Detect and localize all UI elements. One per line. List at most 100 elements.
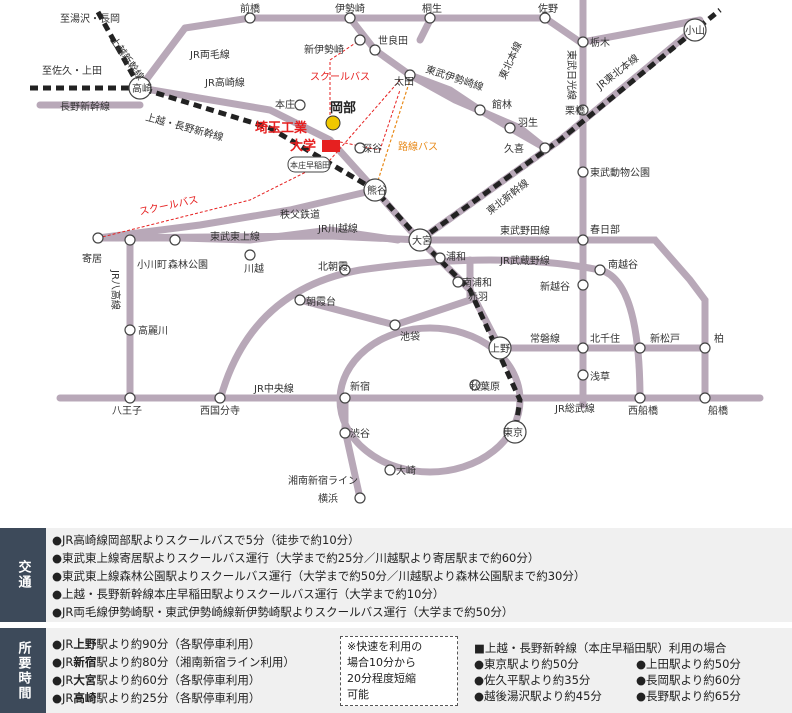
label-osaki: 大崎 [396,464,416,477]
label-kitaasaka: 北朝霞 [318,261,348,273]
honjo-waseda-box [287,156,331,173]
label-jr-hachiko: JR八高線 [109,269,122,310]
label-nishikokubunji: 西国分寺 [200,405,240,417]
label-kawagoe: 川越 [244,262,264,275]
route-bus-line [374,79,411,191]
label-tobu-tojo: 東武東上線 [210,230,260,243]
label-shonan-shinjuku: 湘南新宿ライン [288,474,358,487]
label-jr-sobu: JR総武線 [554,402,595,415]
label-isesaki: 伊勢崎 [335,2,365,15]
label-nagano-shinkansen: 長野新幹線 [60,100,110,113]
access-band: 交通 [0,528,46,622]
label-minami-urawa: 南浦和 [462,276,492,289]
label-joetsu-shinkansen: 上越新幹線 [108,34,147,82]
label-ikebukuro: 池袋 [400,330,420,343]
label-kiryu: 桐生 [422,2,442,15]
time-item-4: ●JR高崎駅より約25分（各駅停車利用） [52,691,261,705]
label-jr-takasaki: JR高崎線 [204,76,245,89]
shinkansen-right-3: ●長野駅より約65分 [636,689,741,703]
access-item-1: ●JR高崎線岡部駅よりスクールバスで5分（徒歩で約10分） [52,533,360,547]
access-item-4: ●上越・長野新幹線本庄早稲田駅よりスクールバス運行（大学まで約10分） [52,587,445,601]
label-jr-musashino: JR武蔵野線 [499,254,550,267]
label-tochigi: 栃木 [590,36,610,49]
label-route-bus: 路線バス [398,140,438,153]
route-map: 高崎 熊谷 大宮 上野 東京 小山 寄居 岡部 前橋 伊勢崎 桐生 佐野 栃木 … [30,0,764,505]
label-joetsu-nagaoka: 至湯沢・長岡 [60,12,120,25]
label-tobu-noda: 東武野田線 [500,224,550,237]
label-tatebayashi: 館林 [492,98,512,111]
label-shinjuku: 新宿 [350,380,370,393]
label-joetsu-nagano-shinkansen: 上越・長野新幹線 [144,110,225,143]
shinkansen-right-2: ●長岡駅より約60分 [636,673,741,687]
label-shibuya: 渋谷 [350,427,370,440]
shinkansen-right-1: ●上田駅より約50分 [636,657,741,671]
label-university-2: 大学 [290,138,316,154]
label-maebashi: 前橋 [240,2,260,15]
label-kuki: 久喜 [504,142,524,155]
shinkansen-left-1: ●東京駅より約50分 [474,657,579,671]
access-item-3: ●東武東上線森林公園駅よりスクールバス運行（大学まで約50分／川越駅より森林公園… [52,569,586,583]
label-akihabara: 秋葉原 [470,380,500,393]
label-honjo-waseda: 本庄早稲田 [290,160,330,170]
label-university-1: 埼玉工業 [255,120,308,136]
access-item-5: ●JR両毛線伊勢崎駅・東武伊勢崎線新伊勢崎駅よりスクールバス運行（大学まで約50… [52,605,514,619]
label-school-bus-1: スクールバス [310,71,370,83]
university-marker [322,140,340,152]
label-jr-ryomo: JR両毛線 [189,48,230,61]
label-jr-chuo: JR中央線 [253,382,294,395]
label-ogawamachi: 小川町 [137,259,167,271]
label-kumagaya: 熊谷 [367,184,387,197]
time-item-1: ●JR上野駅より約90分（各駅停車利用） [52,637,261,651]
label-funabashi: 船橋 [708,404,728,417]
label-asakadai: 朝霞台 [306,295,336,308]
label-tohoku-shinkansen: 東北新幹線 [484,176,531,217]
label-ueno: 上野 [490,343,510,355]
shinkansen-lines [30,8,722,433]
shinkansen-left-3: ●越後湯沢駅より約45分 [474,689,602,703]
label-akabane: 赤羽 [468,291,488,303]
okabe-marker [325,115,341,131]
label-sano: 佐野 [538,3,558,15]
label-hachioji: 八王子 [112,405,142,417]
label-jr-tohoku-main: JR東北本線 [593,51,641,93]
label-jr-kawagoe: JR川越線 [317,222,358,235]
label-serada: 世良田 [378,34,408,47]
time-item-2: ●JR新宿駅より約80分（湘南新宿ライン利用） [52,655,295,669]
label-asakusa: 浅草 [590,370,610,383]
label-kurihashi: 栗橋 [565,104,585,117]
station-labels: 高崎 熊谷 大宮 上野 東京 小山 寄居 岡部 前橋 伊勢崎 桐生 佐野 栃木 … [82,2,728,505]
label-fukaya: 深谷 [362,143,382,155]
label-tohoku-sub: 東北本線 [496,40,525,82]
label-komagawa: 高麗川 [138,324,168,337]
shinkansen-left-2: ●佐久平駅より約35分 [474,673,591,687]
label-joban: 常磐線 [530,332,560,345]
label-honjo: 本庄 [275,98,295,111]
time-item-3: ●JR大宮駅より約60分（各駅停車利用） [52,673,261,687]
time-band: 所要時間 [0,628,46,713]
label-oyama: 小山 [685,25,705,37]
label-shin-isesaki: 新伊勢崎 [304,43,344,56]
label-takasaki: 高崎 [132,82,152,95]
access-item-2: ●東武東上線寄居駅よりスクールバス運行（大学まで約25分／川越駅より寄居駅まで約… [52,551,540,565]
label-omiya: 大宮 [412,234,432,247]
label-ota: 太田 [394,75,414,88]
label-yorii: 寄居 [82,252,102,265]
label-shin-matsudo: 新松戸 [650,332,680,345]
rail-lines [36,0,764,502]
label-kasukabe: 春日部 [590,223,620,236]
label-saku-ueda: 至佐久・上田 [42,65,102,77]
label-tobu-nikko: 東武日光線 [565,50,578,100]
label-chichibu: 秩父鉄道 [280,208,320,221]
label-tokyo: 東京 [503,426,523,439]
school-bus-routes [97,39,401,239]
shinkansen-title: ■上越・長野新幹線（本庄早稲田駅）利用の場合 [474,641,727,655]
label-shin-koshigaya: 新越谷 [540,280,570,293]
label-shinrinkoen: 森林公園 [168,258,208,271]
label-kashiwa: 柏 [714,332,724,345]
label-hanyu: 羽生 [518,116,538,129]
access-panel: 交通 ●JR高崎線岡部駅よりスクールバスで5分（徒歩で約10分） ●東武東上線寄… [0,528,792,622]
label-yokohama: 横浜 [318,492,338,505]
label-tobu-dobutsu: 東武動物公園 [590,166,650,179]
label-nishifunabashi: 西船橋 [628,404,658,417]
label-okabe: 岡部 [330,100,356,116]
